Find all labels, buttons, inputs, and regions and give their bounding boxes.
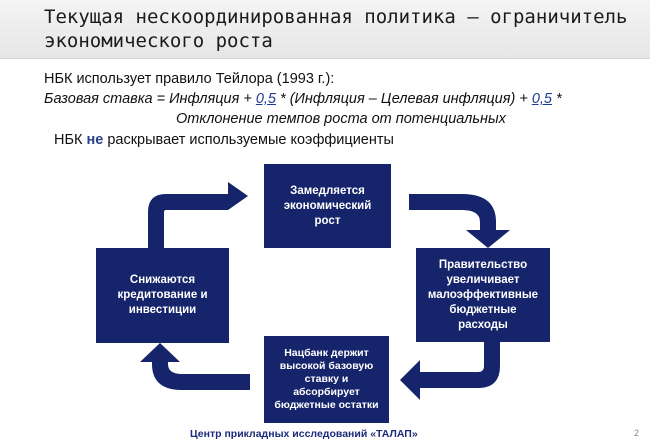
arrow-left-to-top [148, 182, 248, 248]
formula-part-2: * (Инфляция – Целевая инфляция) + [276, 91, 532, 107]
formula-coefficient-2: 0,5 [531, 91, 552, 107]
title-bar: Текущая нескоординированная политика – о… [0, 0, 650, 59]
arrow-bottom-to-left [140, 343, 250, 390]
cycle-step-lending-decline: Снижаются кредитование и инвестиции [96, 248, 229, 343]
footer-organization: Центр прикладных исследований «ТАЛАП» [190, 428, 418, 440]
formula-part-3: * [552, 91, 562, 107]
disclosure-prefix: НБК [54, 132, 87, 148]
slide-title: Текущая нескоординированная политика – о… [44, 6, 628, 52]
cycle-step-high-base-rate: Нацбанк держит высокой базовую ставку и … [264, 336, 389, 423]
formula-part-1: Базовая ставка = Инфляция + [44, 91, 256, 107]
disclosure-emphasis: не [86, 132, 104, 148]
disclosure-note: НБК не раскрывает используемые коэффицие… [54, 132, 394, 148]
cycle-step-slowing-growth: Замедляется экономический рост [264, 164, 391, 248]
formula-line-2: Отклонение темпов роста от потенциальных [176, 111, 506, 127]
arrow-right-to-bottom [400, 342, 500, 400]
arrow-top-to-right [409, 194, 510, 248]
disclosure-suffix: раскрывает используемые коэффициенты [103, 132, 394, 148]
formula-line-1: Базовая ставка = Инфляция + 0,5 * (Инфля… [44, 91, 562, 107]
formula-coefficient-1: 0,5 [255, 91, 277, 107]
cycle-step-government-spending: Правительство увеличивает малоэффективны… [416, 248, 550, 342]
rule-intro: НБК использует правило Тейлора (1993 г.)… [44, 71, 335, 87]
page-number: 2 [634, 428, 640, 438]
